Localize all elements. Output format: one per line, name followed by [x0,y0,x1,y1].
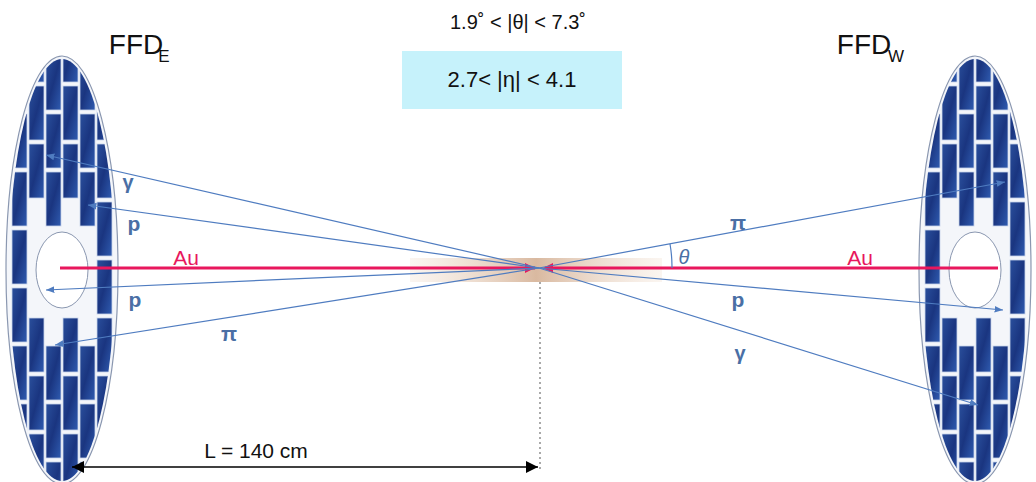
distance-dimension: L = 140 cm [204,440,308,461]
beam-line [545,267,998,270]
detector-name: FFD [109,31,163,59]
angle-range: 1.9˚ < |θ| < 7.3˚ [450,12,586,32]
beam-spot [410,258,662,282]
angle-label: θ [679,247,690,267]
particle-label: p [128,213,141,234]
dimension-line [72,466,538,468]
beam-label: Au [173,247,199,268]
particle-tracks [46,155,1005,405]
detector-disk [919,28,1031,482]
beam-label: Au [847,247,873,268]
beam-line [60,267,535,270]
highlight-box: 2.7< |η| < 4.1 [402,51,622,109]
detector-subscript: W [888,48,904,65]
particle-label: γ [734,343,745,363]
pseudorapidity-range: 2.7< |η| < 4.1 [448,67,577,93]
detector-disk [6,28,118,482]
particle-label: π [221,323,237,344]
center-line [540,282,541,470]
particle-label: π [730,212,746,233]
particle-label: p [129,289,142,310]
detector-name: FFD [837,31,891,59]
particle-label: p [732,289,745,310]
detector-subscript: E [158,48,169,65]
particle-label: γ [122,172,133,192]
